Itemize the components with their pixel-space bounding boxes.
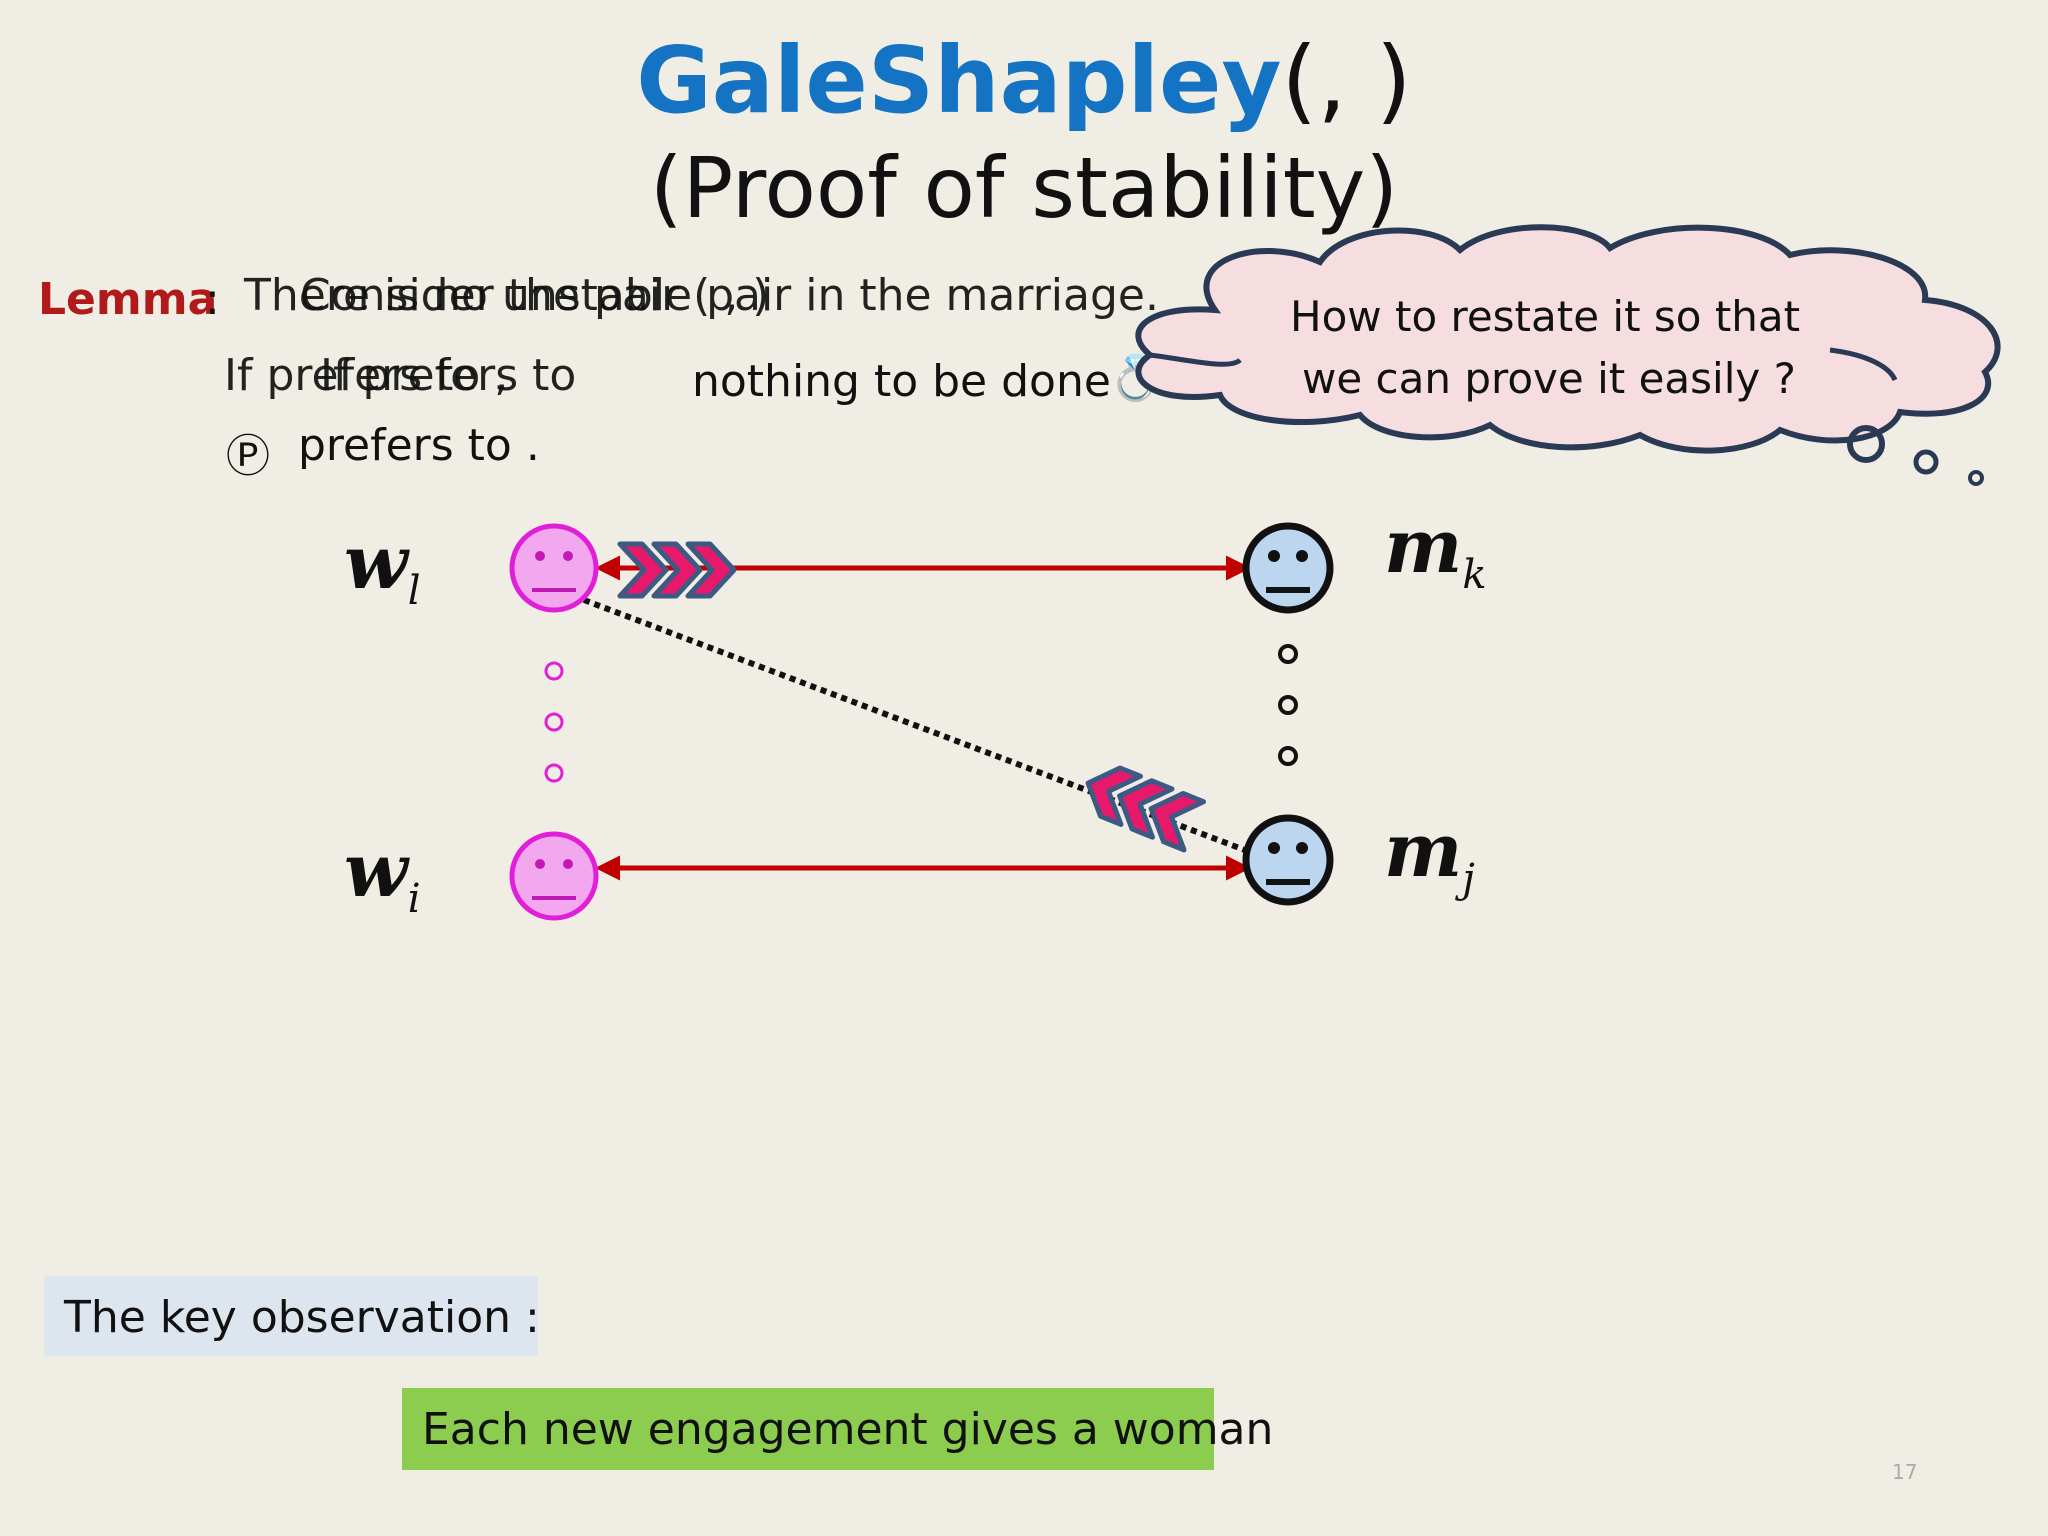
label-m-k: mk (1384, 504, 1487, 598)
thought-cloud-line-2: we can prove it easily ? (1302, 354, 1796, 403)
lemma-condition-2: If prefers to (320, 350, 577, 401)
thought-bubble-small (1968, 470, 1984, 486)
title-algorithm-name: GaleShapley (636, 27, 1282, 134)
man-mk-face-icon (1242, 522, 1334, 614)
page-number: 17 (1892, 1460, 1918, 1484)
lemma-consider-pair: Consider the pair ( , ) (300, 270, 770, 321)
dotted-edge-wl-mj (582, 597, 1252, 855)
lemma-condition-3: prefers to . (298, 420, 540, 471)
engagement-box (402, 1388, 1214, 1470)
woman-wl-face-icon (509, 523, 599, 613)
label-w-i: wi (344, 828, 421, 922)
engagement-text: Each new engagement gives a woman (422, 1404, 1274, 1455)
thought-bubble-large (1847, 425, 1885, 463)
lemma-label: Lemma (38, 274, 218, 325)
lemma-statement: There is no unstable pair in the marriag… (244, 270, 1159, 321)
slide-subtitle: (Proof of stability) (649, 139, 1399, 237)
lemma-condition-1: If prefers to , (224, 350, 509, 401)
women-ellipsis (544, 661, 564, 783)
key-observation-box (44, 1276, 538, 1356)
woman-wi-face-icon (509, 831, 599, 921)
thought-cloud (1135, 224, 2001, 486)
slide-title: GaleShapley(, ) (0, 30, 2048, 131)
key-observation-text: The key observation : (64, 1292, 540, 1343)
title-arguments: (, ) (1281, 27, 1412, 134)
men-ellipsis (1278, 644, 1298, 766)
chevrons-right (617, 541, 737, 599)
label-m-j: mj (1384, 808, 1475, 902)
thought-bubble-medium (1913, 449, 1939, 475)
label-w-l: wl (344, 520, 421, 614)
thought-cloud-line-1: How to restate it so that (1290, 292, 1801, 341)
man-mj-face-icon (1242, 814, 1334, 906)
chevrons-left (1085, 765, 1206, 853)
lemma-colon: : (205, 274, 220, 325)
nothing-to-be-done: nothing to be done (692, 356, 1111, 407)
p-circled-icon: Ⓟ (226, 431, 270, 482)
